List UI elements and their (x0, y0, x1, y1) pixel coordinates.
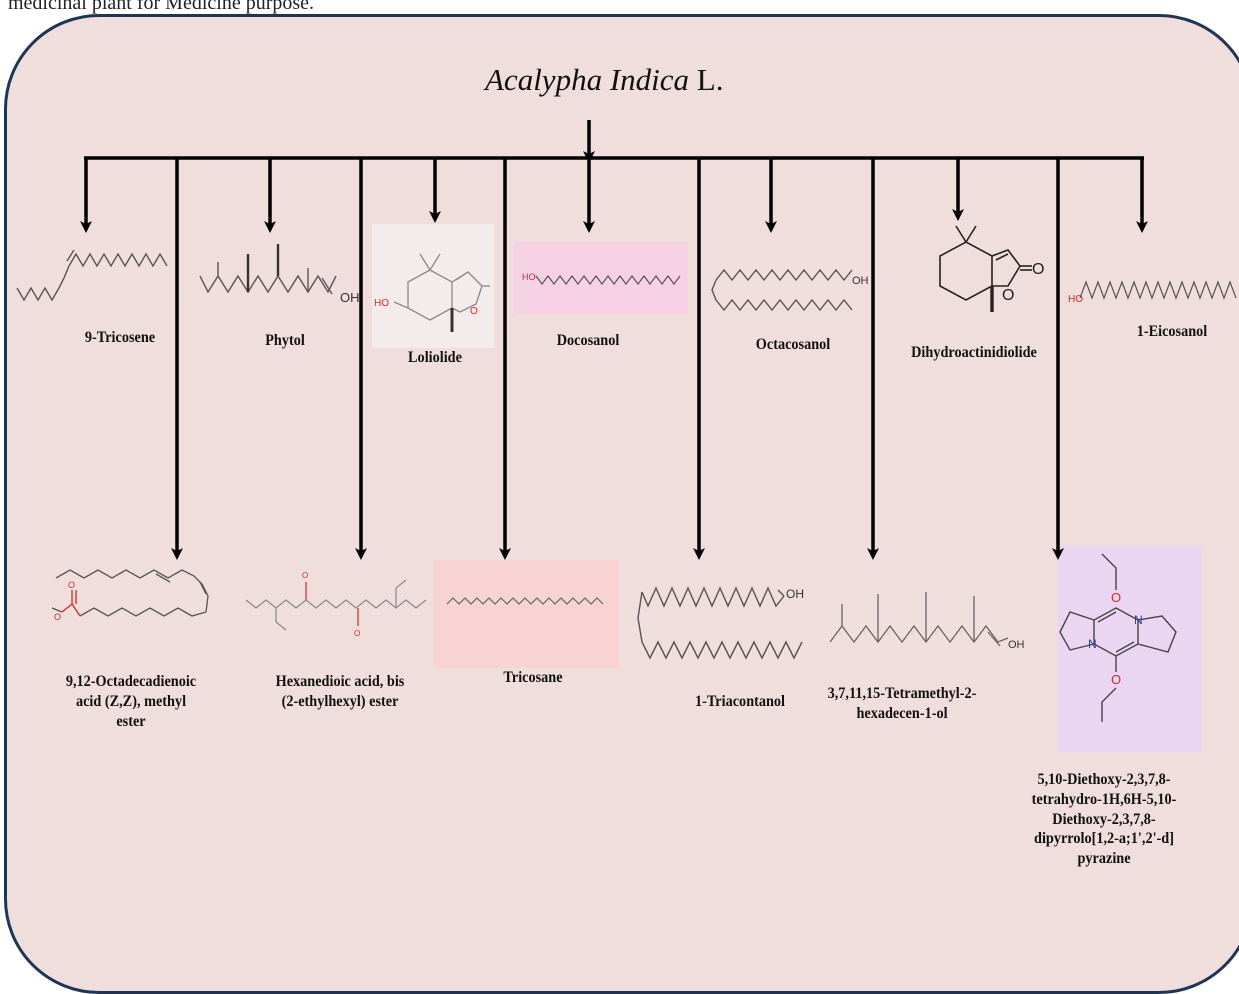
svg-text:O: O (68, 580, 75, 590)
svg-text:HO: HO (374, 298, 389, 309)
svg-text:OH: OH (340, 290, 360, 305)
structure-diethoxy-pyrazine: O O N N (1059, 553, 1177, 722)
label-octacosanol: Octacosanol (755, 336, 831, 353)
docosanol-highlight (514, 242, 688, 314)
structure-9-tricosene (16, 249, 168, 302)
label-9-tricosene: 9-Tricosene (84, 329, 156, 346)
structure-hexanedioic: O O (245, 571, 427, 638)
label-1-eicosanol: 1-Eicosanol (1136, 323, 1208, 340)
label-phytol: Phytol (265, 332, 305, 349)
svg-text:O: O (1002, 287, 1014, 304)
svg-text:OH: OH (1008, 639, 1025, 651)
svg-text:N: N (1088, 637, 1097, 651)
svg-text:HO: HO (1068, 294, 1083, 305)
structure-tetramethyl-hexadecenol: OH (829, 592, 1025, 651)
structure-phytol: OH (199, 244, 360, 305)
plant-authority: L. (689, 62, 724, 97)
svg-text:O: O (54, 612, 61, 622)
tricosane-highlight (433, 560, 619, 668)
structure-1-eicosanol: HO (1068, 280, 1237, 305)
svg-text:OH: OH (786, 587, 804, 601)
label-docosanol: Docosanol (556, 332, 620, 349)
structure-dihydroactinidiolide: O O (939, 225, 1044, 312)
structure-docosanol: HO (522, 272, 681, 285)
svg-text:O: O (1111, 672, 1121, 687)
diagram-title: Acalypha Indica L. (485, 62, 723, 98)
svg-text:N: N (1134, 613, 1143, 627)
label-tricosane: Tricosane (503, 669, 563, 686)
svg-text:O: O (354, 629, 360, 638)
svg-text:OH: OH (852, 275, 869, 287)
svg-text:O: O (302, 571, 308, 580)
svg-text:O: O (1032, 261, 1044, 278)
structure-octacosanol: OH (711, 268, 869, 312)
svg-text:O: O (1111, 590, 1121, 605)
structure-1-triacontanol: OH (637, 586, 804, 660)
svg-text:HO: HO (522, 272, 536, 282)
label-octadecadienoic-methyl-ester: 9,12-Octadecadienoic acid (Z,Z), methyl … (65, 673, 197, 730)
structure-octadecadienoic: O O (51, 569, 209, 622)
structure-loliolide: HO O (374, 253, 490, 332)
loliolide-backdrop (372, 224, 494, 348)
label-hexanedioic-ester: Hexanedioic acid, bis (2-ethylhexyl) est… (275, 673, 405, 710)
label-tetramethyl-hexadecenol: 3,7,11,15-Tetramethyl-2-hexadecen-1-ol (827, 685, 977, 722)
label-diethoxy-pyrazine: 5,10-Diethoxy-2,3,7,8-tetrahydro-1H,6H-5… (1031, 771, 1177, 868)
structure-tricosane (446, 597, 604, 605)
label-dihydroactinidiolide: Dihydroactinidiolide (911, 344, 1037, 361)
label-loliolide: Loliolide (408, 349, 462, 366)
label-1-triacontanol: 1-Triacontanol (694, 693, 786, 710)
figure-caption: medicinal plant for Medicine purpose. (8, 0, 315, 14)
plant-name: Acalypha Indica (485, 62, 690, 97)
svg-text:O: O (470, 306, 478, 317)
